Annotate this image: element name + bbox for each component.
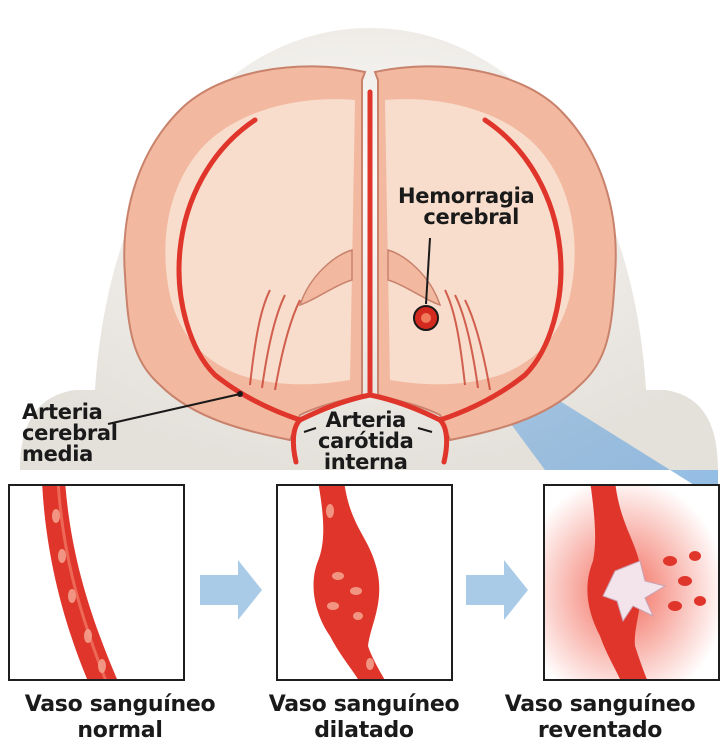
label-hemorrhage-line1: Hemorragia [398,186,534,207]
caption-ruptured-line2: reventado [480,718,720,744]
caption-dilated: Vaso sanguíneo dilatado [244,692,484,744]
caption-dilated-line2: dilatado [244,718,484,744]
label-carotid: Arteria carótida interna [318,410,413,473]
label-middle-artery-line2: cerebral [22,423,118,444]
arrow-right-2 [466,560,528,620]
caption-normal-line2: normal [0,718,240,744]
caption-dilated-line1: Vaso sanguíneo [244,692,484,718]
label-middle-artery-line3: media [22,444,118,465]
caption-normal: Vaso sanguíneo normal [0,692,240,744]
label-hemorrhage-line2: cerebral [408,207,534,228]
label-carotid-line2: carótida [318,431,413,452]
ruptured-vessel-art [545,486,718,679]
label-middle-artery-line1: Arteria [22,402,118,423]
normal-vessel-art [10,486,183,679]
panel-dilated-vessel [276,484,453,681]
arrow-right-1 [200,560,262,620]
label-middle-artery: Arteria cerebral media [22,402,118,465]
dilated-vessel-art [278,486,451,679]
label-hemorrhage: Hemorragia cerebral [398,186,534,228]
caption-normal-line1: Vaso sanguíneo [0,692,240,718]
caption-ruptured-line1: Vaso sanguíneo [480,692,720,718]
caption-ruptured: Vaso sanguíneo reventado [480,692,720,744]
label-carotid-line3: interna [318,452,413,473]
panel-ruptured-vessel [543,484,720,681]
panel-normal-vessel [8,484,185,681]
label-carotid-line1: Arteria [318,410,413,431]
